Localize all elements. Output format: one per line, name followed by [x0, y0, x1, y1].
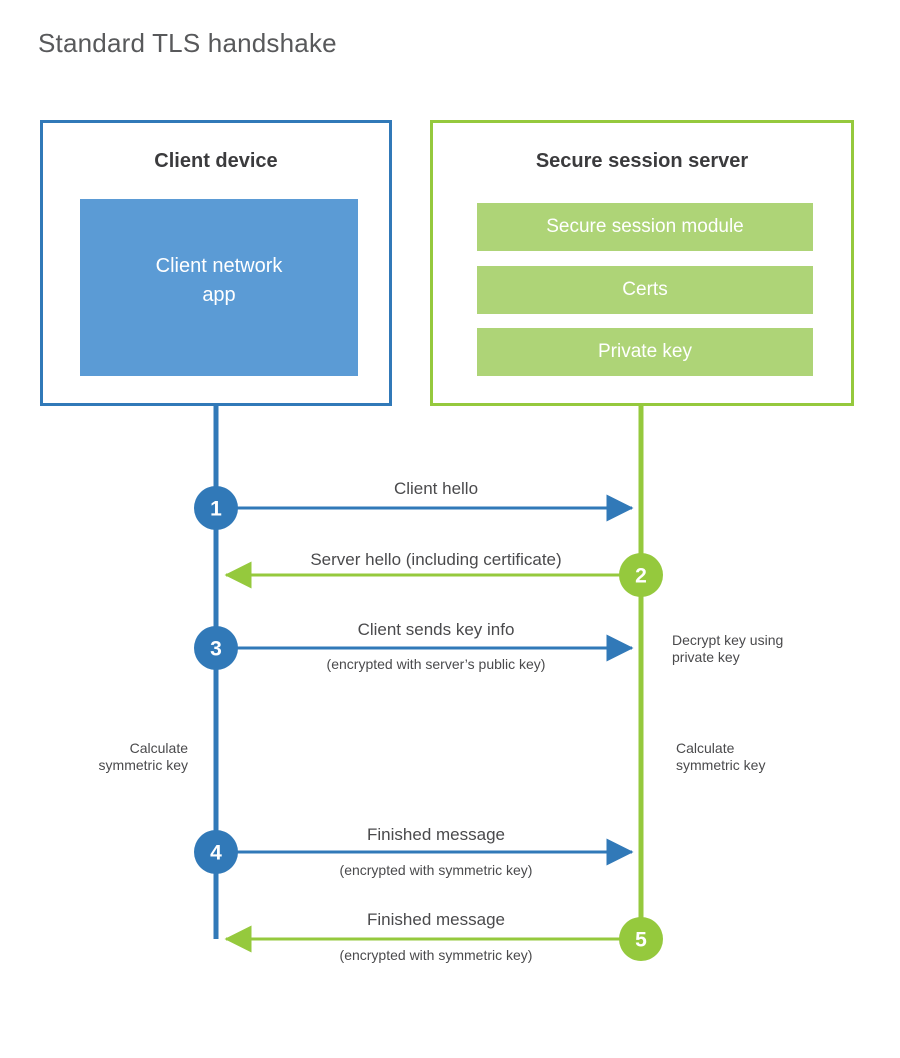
step-marker-1[interactable]: 1	[194, 486, 238, 530]
step-5-label: Finished message	[367, 910, 505, 929]
step-marker-4-number: 4	[210, 842, 222, 865]
step-marker-1-number: 1	[210, 498, 222, 521]
step-marker-3[interactable]: 3	[194, 626, 238, 670]
server-component-private-key: Private key	[477, 328, 813, 376]
step-marker-2[interactable]: 2	[619, 553, 663, 597]
step-3-label: Client sends key info	[357, 620, 515, 639]
server-component-secure-session-module: Secure session module	[477, 203, 813, 251]
client-device-panel: Client device Client network app	[40, 120, 392, 406]
client-device-title: Client device	[154, 150, 278, 172]
client-network-app-block: Client network app	[80, 199, 358, 376]
step-marker-2-number: 2	[635, 565, 647, 588]
step-4-label: Finished message	[367, 825, 505, 844]
step-marker-4[interactable]: 4	[194, 830, 238, 874]
step-marker-5-number: 5	[635, 929, 647, 952]
step-5-sublabel: (encrypted with symmetric key)	[339, 947, 533, 963]
note-server-calculate-symmetric-key: Calculate symmetric key	[676, 740, 766, 773]
secure-session-server-panel: Secure session server Secure session mod…	[430, 120, 854, 406]
server-component-certs: Certs	[477, 266, 813, 314]
note-client-calculate-symmetric-key: Calculate symmetric key	[98, 740, 188, 773]
step-marker-3-number: 3	[210, 638, 222, 661]
step-2-label: Server hello (including certificate)	[310, 550, 562, 569]
step-3-sublabel: (encrypted with server’s public key)	[326, 656, 546, 672]
secure-session-server-title: Secure session server	[535, 150, 749, 172]
step-1-label: Client hello	[393, 479, 479, 498]
step-4-sublabel: (encrypted with symmetric key)	[339, 862, 533, 878]
page-title: Standard TLS handshake	[38, 28, 337, 58]
step-marker-5[interactable]: 5	[619, 917, 663, 961]
note-decrypt-key: Decrypt key using private key	[672, 632, 784, 665]
